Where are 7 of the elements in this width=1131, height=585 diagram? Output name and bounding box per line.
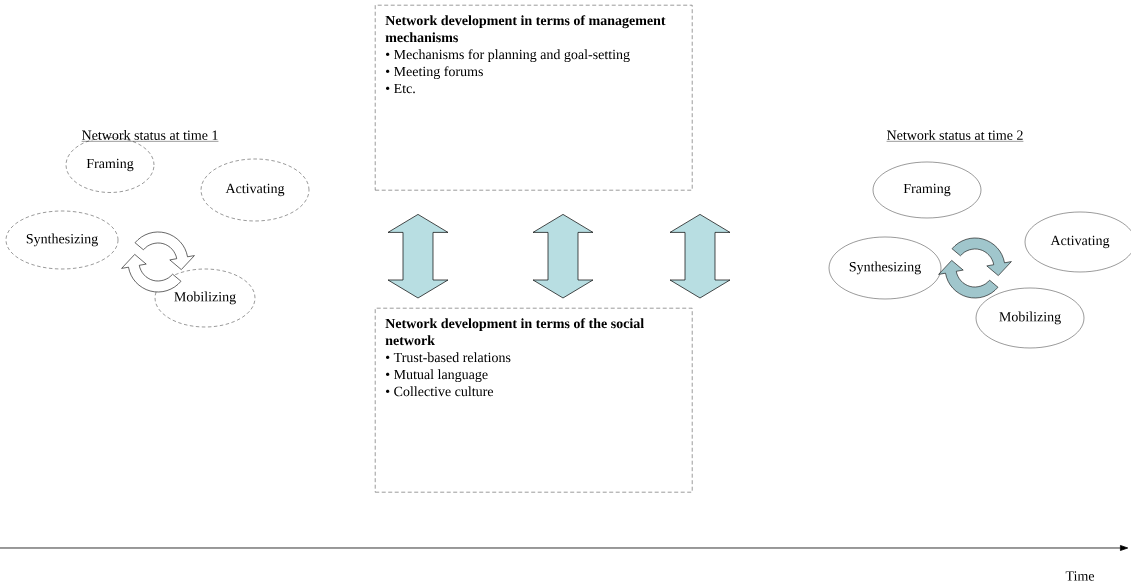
text-box: Network development in terms of the social network • Trust-based relations • Mutual language • Collective culture [375,308,693,493]
double-arrow [669,214,731,299]
double-arrow [387,214,449,299]
heading: Network status at time 2 [886,130,1024,142]
axis-label: Time [1065,571,1095,581]
text-box: Network development in terms of management mechanisms • Mechanisms for planning and goal-setting • Meeting forums • Etc. [375,5,693,191]
double-arrow [532,214,594,299]
